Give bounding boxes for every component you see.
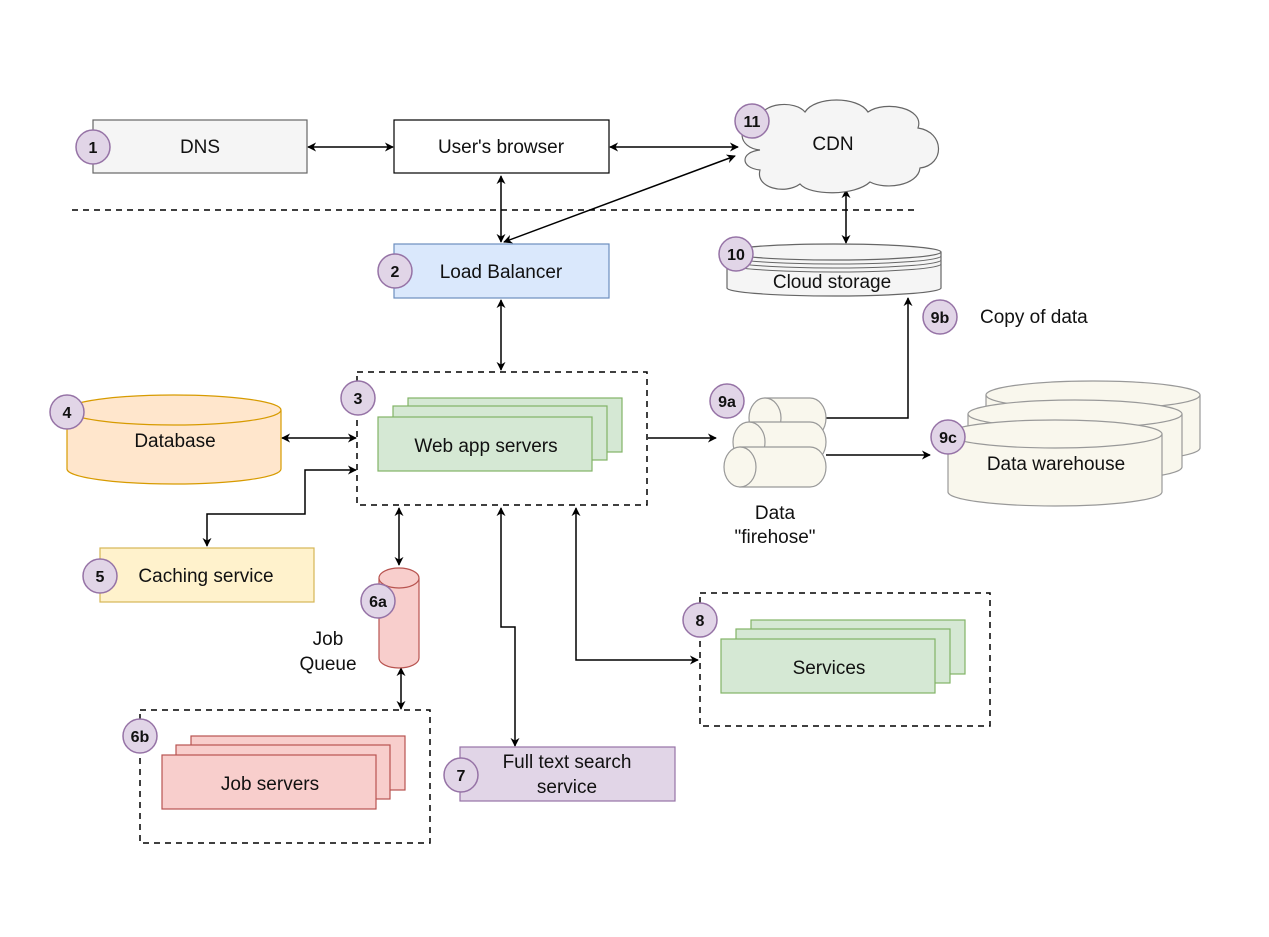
- services-stack-front: [720, 638, 936, 694]
- web-app-servers-label: Web app servers: [414, 436, 557, 457]
- edges: [72, 142, 931, 747]
- svg-text:5: 5: [96, 569, 105, 586]
- full-text-search-box: [459, 746, 676, 802]
- job-queue-label-line2: Queue: [299, 654, 356, 675]
- edge-webapp-services: [571, 507, 699, 665]
- edge-cdn-loadbalancer: [503, 154, 736, 244]
- data-warehouse-node[interactable]: Data warehouse: [947, 380, 1201, 507]
- badge-caching: 5: [82, 558, 118, 594]
- badge-load-balancer: 2: [377, 253, 413, 289]
- cloud-storage-node[interactable]: Cloud storage: [726, 243, 942, 297]
- svg-text:8: 8: [696, 613, 705, 630]
- cloud-storage-label: Cloud storage: [773, 272, 891, 293]
- badge-job-servers: 6b: [122, 718, 158, 754]
- badge-database: 4: [49, 394, 85, 430]
- dns-node[interactable]: DNS: [92, 119, 308, 174]
- svg-text:9b: 9b: [931, 310, 950, 327]
- job-servers-node[interactable]: Job servers: [161, 735, 406, 810]
- web-app-servers-node[interactable]: Web app servers: [377, 397, 623, 472]
- badge-dns: 1: [75, 129, 111, 165]
- browser-label: User's browser: [438, 137, 565, 158]
- browser-box: [393, 119, 610, 174]
- svg-text:1: 1: [89, 140, 98, 157]
- badge-copy-of-data: 9b: [922, 299, 958, 335]
- badge-cloud-storage: 10: [718, 236, 754, 272]
- full-text-search-label-line2: service: [537, 777, 597, 798]
- svg-text:6b: 6b: [131, 729, 150, 746]
- firehose-node[interactable]: Data "firehose": [723, 397, 827, 548]
- svg-text:6a: 6a: [369, 594, 387, 611]
- services-node[interactable]: Services: [720, 619, 966, 694]
- services-group-container: [699, 592, 991, 727]
- badge-full-text-search: 7: [443, 757, 479, 793]
- svg-text:4: 4: [63, 405, 72, 422]
- badge-job-queue: 6a: [360, 583, 396, 619]
- data-warehouse-label: Data warehouse: [987, 454, 1125, 475]
- database-cylinder-icon: [66, 394, 282, 485]
- badges: 1 11 2 10 9b 3 4 9a: [49, 103, 966, 793]
- edge-webapp-fulltextsearch: [496, 507, 520, 747]
- job-servers-label: Job servers: [221, 774, 319, 795]
- badge-web-app: 3: [340, 380, 376, 416]
- svg-text:3: 3: [354, 391, 363, 408]
- badge-cdn: 11: [734, 103, 770, 139]
- firehose-label-line2: "firehose": [734, 527, 815, 548]
- svg-text:7: 7: [457, 768, 466, 785]
- svg-text:9a: 9a: [718, 394, 736, 411]
- job-queue-node[interactable]: Job Queue: [299, 567, 420, 675]
- copy-of-data-label: Copy of data: [980, 307, 1088, 328]
- database-node[interactable]: Database: [66, 394, 282, 485]
- svg-text:2: 2: [391, 264, 400, 281]
- job-servers-stack-front: [161, 754, 377, 810]
- warehouse-cylinders-icon: [947, 380, 1201, 507]
- edge-webapp-caching: [202, 465, 357, 547]
- full-text-search-label-line1: Full text search: [503, 752, 632, 773]
- load-balancer-node[interactable]: Load Balancer: [393, 243, 610, 299]
- badge-data-warehouse: 9c: [930, 419, 966, 455]
- cdn-label: CDN: [812, 134, 853, 155]
- browser-node[interactable]: User's browser: [393, 119, 610, 174]
- jobservers-group-container: [139, 709, 431, 844]
- full-text-search-node[interactable]: Full text search service: [459, 746, 676, 802]
- badge-services: 8: [682, 602, 718, 638]
- caching-service-node[interactable]: Caching service: [99, 547, 315, 603]
- firehose-cylinders-icon: [723, 397, 827, 488]
- dns-box: [92, 119, 308, 174]
- cloud-icon: [741, 99, 940, 194]
- edge-firehose-cloudstorage: [826, 297, 913, 419]
- job-queue-label-line1: Job: [313, 629, 344, 650]
- svg-text:11: 11: [744, 114, 761, 131]
- load-balancer-label: Load Balancer: [440, 262, 563, 283]
- badge-firehose: 9a: [709, 383, 745, 419]
- web-app-stack-front: [377, 416, 593, 472]
- firehose-label-line1: Data: [755, 503, 796, 524]
- load-balancer-box: [393, 243, 610, 299]
- database-label: Database: [134, 431, 215, 452]
- cdn-node[interactable]: CDN: [741, 99, 940, 194]
- queue-cylinder-icon: [378, 567, 420, 669]
- webapp-group-container: [356, 371, 648, 506]
- services-label: Services: [793, 658, 866, 679]
- svg-text:9c: 9c: [939, 430, 957, 447]
- caching-service-label: Caching service: [138, 566, 273, 587]
- svg-text:10: 10: [727, 247, 745, 264]
- caching-service-box: [99, 547, 315, 603]
- dns-label: DNS: [180, 137, 220, 158]
